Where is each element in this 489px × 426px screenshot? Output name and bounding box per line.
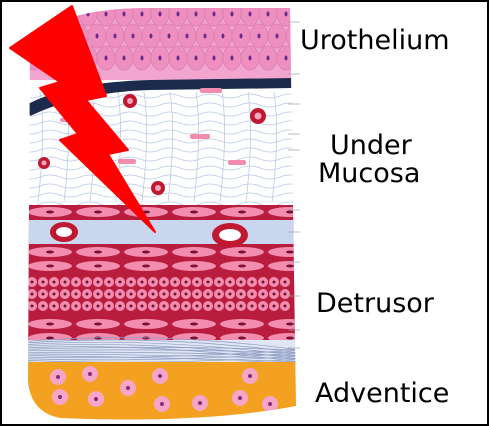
label-detrusor: Detrusor [316, 290, 434, 317]
label-urothelium: Urothelium [300, 27, 450, 54]
label-mucosa: Mucosa [318, 160, 420, 187]
label-under: Under [330, 132, 412, 159]
label-adventice: Adventice [315, 380, 449, 407]
